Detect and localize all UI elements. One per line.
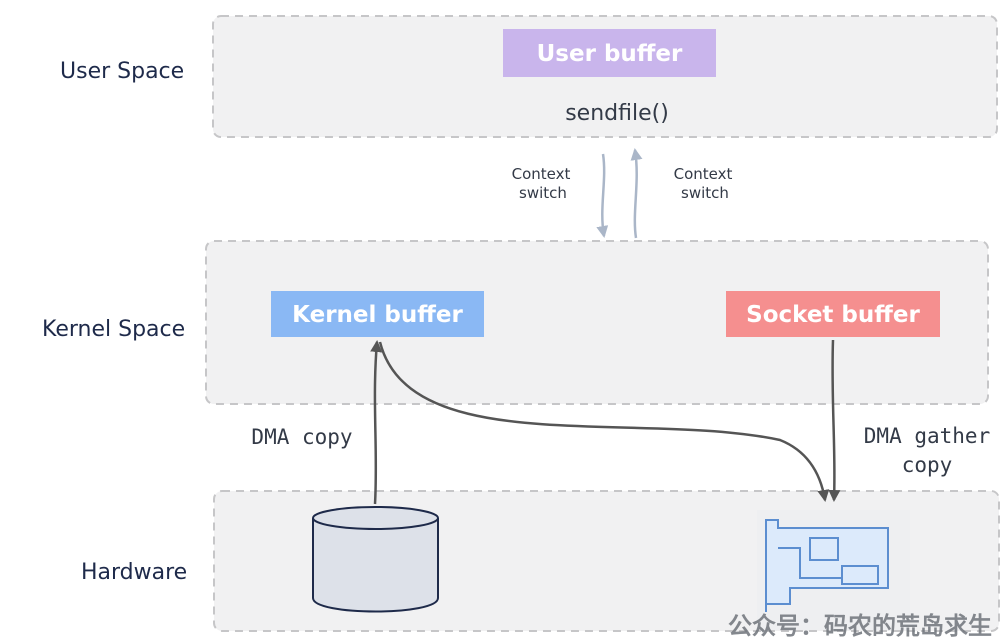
sendfile-call-label: sendfile() [565,101,669,126]
disk-cylinder-icon [312,506,439,613]
dma-copy-label: DMA copy [251,425,352,449]
layer-label-kernel: Kernel Space [42,317,185,342]
descriptor-arrow [378,341,830,502]
context-switch-up-label-1: Context [674,165,733,183]
context-switch-down-arrow [596,153,609,238]
watermark-text: 公众号：码农的荒岛求生 [728,612,992,638]
network-card-icon [757,510,910,630]
user-buffer-label: User buffer [537,41,683,67]
dma-gather-label-1: DMA gather [864,424,990,448]
dma-copy-arrow [370,340,383,505]
socket-buffer-box [726,291,940,337]
context-switch-up-label-2: switch [681,184,729,202]
dma-gather-label-2: copy [902,453,953,477]
layer-label-user: User Space [60,59,184,84]
dma-gather-arrow [828,339,841,502]
context-switch-down-label-1: Context [512,165,571,183]
socket-buffer-label: Socket buffer [746,302,920,328]
context-switch-up-arrow [630,148,643,239]
kernel-buffer-label: Kernel buffer [292,302,463,328]
kernel-space-region [205,240,989,405]
user-buffer-box [503,29,716,77]
layer-label-hardware: Hardware [81,560,187,585]
context-switch-down-label-2: switch [519,184,567,202]
kernel-buffer-box [271,291,484,337]
